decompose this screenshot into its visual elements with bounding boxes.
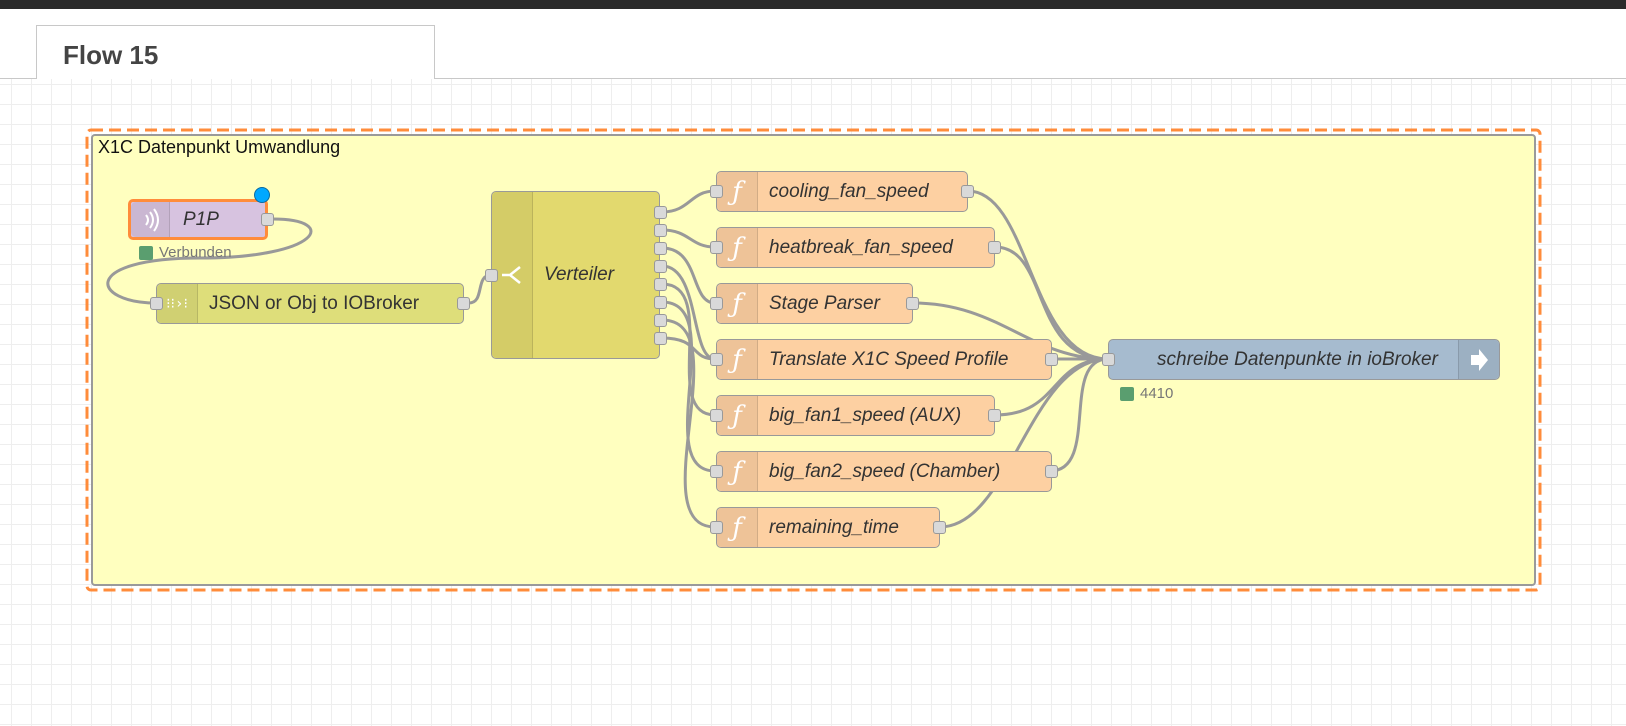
wire-v-bigfan2 bbox=[661, 300, 716, 473]
changed-indicator bbox=[254, 187, 270, 203]
node-label: big_fan2_speed (Chamber) bbox=[769, 460, 1001, 482]
tab-flow-15[interactable]: Flow 15 bbox=[36, 25, 435, 87]
node-label: big_fan1_speed (AUX) bbox=[769, 404, 962, 426]
output-port-7[interactable] bbox=[654, 314, 667, 327]
status-text: Verbunden bbox=[159, 244, 232, 261]
input-port[interactable] bbox=[485, 269, 498, 282]
output-port-2[interactable] bbox=[654, 224, 667, 237]
function-icon: ƒ bbox=[717, 508, 758, 547]
top-bar bbox=[0, 0, 1626, 9]
node-big-fan2-speed[interactable]: ƒ big_fan2_speed (Chamber) bbox=[716, 451, 1052, 492]
wire-v-stage bbox=[661, 246, 716, 305]
status-4410: 4410 bbox=[1120, 385, 1173, 402]
function-icon: ƒ bbox=[717, 340, 758, 379]
wire-stage-io bbox=[912, 301, 1109, 361]
node-json-to-iobroker[interactable]: ⁝⁝›⁝ JSON or Obj to IOBroker bbox=[156, 283, 464, 324]
output-port-8[interactable] bbox=[654, 332, 667, 345]
output-port[interactable] bbox=[1045, 353, 1058, 366]
input-port[interactable] bbox=[1102, 353, 1115, 366]
node-label: remaining_time bbox=[769, 516, 899, 538]
function-icon: ƒ bbox=[717, 228, 758, 267]
node-label: Verteiler bbox=[544, 264, 615, 285]
wire-v-translate bbox=[661, 264, 716, 361]
input-port[interactable] bbox=[710, 353, 723, 366]
node-label: P1P bbox=[183, 208, 219, 230]
output-port[interactable] bbox=[1045, 465, 1058, 478]
input-port[interactable] bbox=[710, 185, 723, 198]
input-port[interactable] bbox=[710, 465, 723, 478]
node-heatbreak-fan-speed[interactable]: ƒ heatbreak_fan_speed bbox=[716, 227, 995, 268]
wire-heatbreak-io bbox=[994, 245, 1109, 361]
output-port-5[interactable] bbox=[654, 278, 667, 291]
node-label: JSON or Obj to IOBroker bbox=[209, 292, 420, 314]
arrow-right-icon bbox=[1458, 340, 1499, 379]
node-verteiler[interactable]: Verteiler bbox=[491, 191, 660, 359]
wire-v-heatbreak bbox=[661, 228, 716, 249]
node-label: heatbreak_fan_speed bbox=[769, 236, 953, 258]
node-remaining-time[interactable]: ƒ remaining_time bbox=[716, 507, 940, 548]
node-translate-speed-profile[interactable]: ƒ Translate X1C Speed Profile bbox=[716, 339, 1052, 380]
node-big-fan1-speed[interactable]: ƒ big_fan1_speed (AUX) bbox=[716, 395, 995, 436]
input-port[interactable] bbox=[710, 409, 723, 422]
group-selection-outline bbox=[85, 128, 1542, 592]
output-port-4[interactable] bbox=[654, 260, 667, 273]
output-port-1[interactable] bbox=[654, 206, 667, 219]
function-icon: ƒ bbox=[717, 172, 758, 211]
switch-icon bbox=[492, 192, 533, 358]
output-port[interactable] bbox=[961, 185, 974, 198]
input-port[interactable] bbox=[710, 241, 723, 254]
function-icon: ƒ bbox=[717, 284, 758, 323]
broadcast-icon bbox=[131, 202, 170, 237]
tab-label: Flow 15 bbox=[63, 40, 159, 70]
output-port[interactable] bbox=[988, 409, 1001, 422]
input-port[interactable] bbox=[710, 297, 723, 310]
function-icon: ƒ bbox=[717, 396, 758, 435]
node-p1p[interactable]: P1P bbox=[128, 199, 268, 240]
output-port-6[interactable] bbox=[654, 296, 667, 309]
output-port[interactable] bbox=[906, 297, 919, 310]
output-port[interactable] bbox=[457, 297, 470, 310]
status-text: 4410 bbox=[1140, 385, 1174, 402]
wire-remaining-io bbox=[939, 357, 1109, 529]
wire-v-cooling bbox=[661, 189, 716, 214]
node-label: Stage Parser bbox=[769, 292, 880, 314]
output-port-3[interactable] bbox=[654, 242, 667, 255]
json-icon: ⁝⁝›⁝ bbox=[157, 284, 198, 323]
status-dot bbox=[1120, 386, 1134, 401]
tab-strip: Flow 15 bbox=[0, 9, 1626, 87]
wire-v-bigfan1 bbox=[661, 282, 716, 417]
status-dot bbox=[139, 245, 153, 260]
input-port[interactable] bbox=[150, 297, 163, 310]
node-label: schreibe Datenpunkte in ioBroker bbox=[1157, 348, 1438, 370]
status-connected: Verbunden bbox=[139, 244, 232, 261]
node-iobroker-out[interactable]: schreibe Datenpunkte in ioBroker bbox=[1108, 339, 1500, 380]
function-icon: ƒ bbox=[717, 452, 758, 491]
output-port[interactable] bbox=[261, 213, 274, 226]
input-port[interactable] bbox=[710, 521, 723, 534]
wire-v-remaining bbox=[661, 318, 716, 529]
wire-p1p-json bbox=[106, 217, 313, 305]
group-label: X1C Datenpunkt Umwandlung bbox=[98, 137, 341, 157]
node-cooling-fan-speed[interactable]: ƒ cooling_fan_speed bbox=[716, 171, 968, 212]
output-port[interactable] bbox=[988, 241, 1001, 254]
node-stage-parser[interactable]: ƒ Stage Parser bbox=[716, 283, 913, 324]
output-port[interactable] bbox=[933, 521, 946, 534]
wire-bigfan2-io bbox=[1049, 357, 1109, 473]
wire-v-translate-2 bbox=[661, 336, 716, 361]
node-label: cooling_fan_speed bbox=[769, 180, 929, 202]
node-label: Translate X1C Speed Profile bbox=[769, 348, 1009, 370]
